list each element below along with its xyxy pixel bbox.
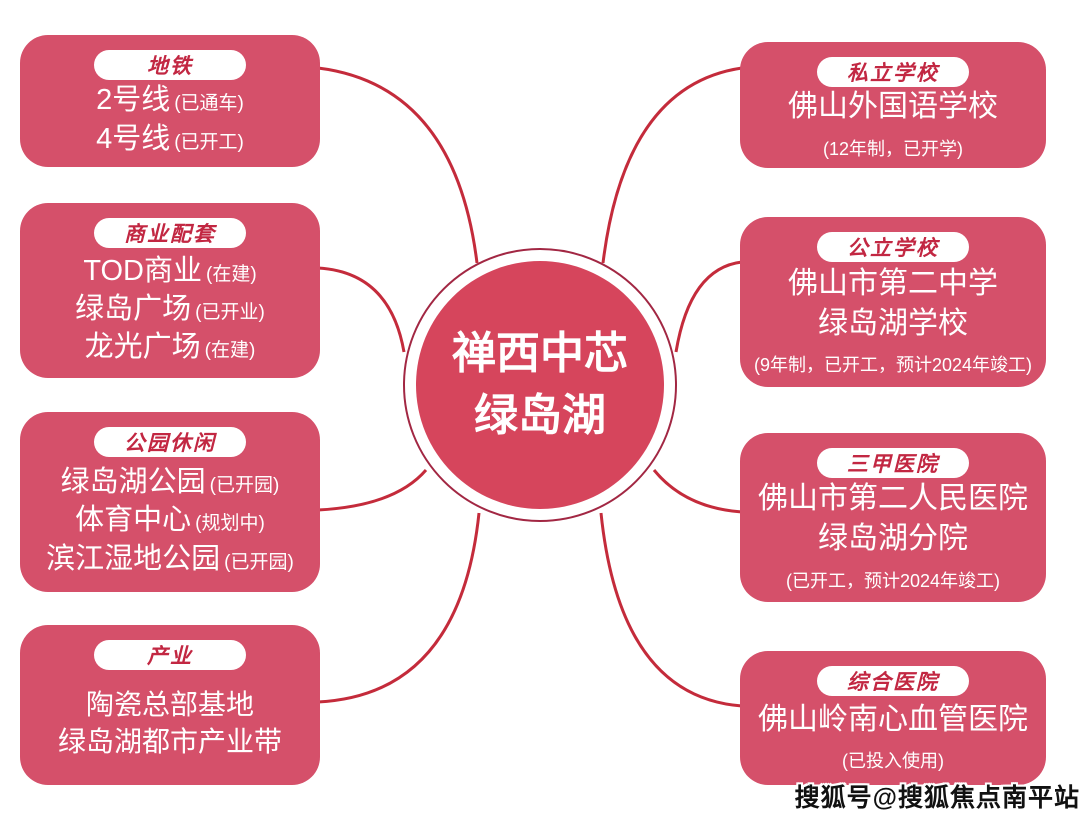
tertiary-hospital-header-pill: 三甲医院	[817, 448, 969, 478]
item-name: 陶瓷总部基地	[85, 688, 254, 720]
item-status: (已开园)	[224, 551, 294, 573]
center-node-fill: 禅西中芯 绿岛湖	[416, 261, 664, 509]
connector-line-general-hospital	[599, 512, 743, 708]
parks-body: 绿岛湖公园(已开园) 体育中心(规划中) 滨江湿地公园(已开园)	[20, 457, 320, 592]
info-box-public-school: 公立学校 佛山市第二中学 绿岛湖学校 (9年制，已开工，预计2024年竣工)	[740, 217, 1046, 387]
commercial-header-label: 商业配套	[124, 223, 216, 246]
item-name: 滨江湿地公园	[46, 542, 221, 575]
item-name: 体育中心	[75, 504, 192, 537]
tertiary-hospital-header-label: 三甲医院	[847, 453, 939, 476]
item-name: 龙光广场	[84, 331, 201, 364]
tertiary-hospital-line-1: 佛山市第二人民医院	[758, 479, 1028, 519]
public-school-header-pill: 公立学校	[817, 232, 969, 262]
item-status: (已开业)	[195, 301, 265, 323]
info-box-parks: 公园休闲 绿岛湖公园(已开园) 体育中心(规划中) 滨江湿地公园(已开园)	[20, 412, 320, 592]
tertiary-hospital-body: 佛山市第二人民医院 绿岛湖分院 (已开工，预计2024年竣工)	[740, 478, 1046, 602]
general-hospital-header-label: 综合医院	[847, 671, 939, 694]
parks-header-label: 公园休闲	[124, 432, 216, 455]
item-status: (规划中)	[195, 513, 265, 535]
item-name: 绿岛湖分院	[818, 522, 968, 555]
item-name: 佛山外国语学校	[788, 90, 998, 123]
item-name: 4号线	[96, 122, 171, 155]
private-school-line-1: 佛山外国语学校	[788, 87, 998, 127]
item-name: 佛山市第二中学	[788, 266, 998, 300]
item-name: 绿岛湖都市产业带	[57, 725, 282, 757]
info-box-industry: 产业 陶瓷总部基地 绿岛湖都市产业带	[20, 625, 320, 785]
metro-line-1: 2号线(已通车)	[96, 81, 244, 119]
item-status: (已开工)	[174, 131, 244, 153]
info-box-private-school: 私立学校 佛山外国语学校 (12年制，已开学)	[740, 42, 1046, 168]
general-hospital-header-pill: 综合医院	[817, 666, 969, 696]
industry-header-label: 产业	[147, 645, 193, 668]
info-box-commercial: 商业配套 TOD商业(在建) 绿岛广场(已开业) 龙光广场(在建)	[20, 203, 320, 378]
private-school-body: 佛山外国语学校 (12年制，已开学)	[740, 87, 1046, 169]
commercial-header-pill: 商业配套	[94, 218, 246, 248]
commercial-line-3: 龙光广场(在建)	[85, 328, 256, 366]
parks-line-1: 绿岛湖公园(已开园)	[61, 463, 280, 501]
industry-line-2: 绿岛湖都市产业带	[58, 724, 282, 761]
industry-body: 陶瓷总部基地 绿岛湖都市产业带	[20, 670, 320, 785]
item-name: 绿岛湖公园	[60, 466, 206, 499]
item-status: (已开园)	[209, 475, 280, 497]
parks-header-pill: 公园休闲	[94, 427, 246, 457]
connector-line-tertiary-hospital	[652, 469, 743, 514]
item-name: TOD商业	[83, 254, 203, 287]
connector-line-private-school	[601, 66, 743, 264]
item-status: (在建)	[204, 340, 256, 362]
metro-body: 2号线(已通车) 4号线(已开工)	[20, 80, 320, 167]
item-name: 佛山岭南心血管医院	[758, 702, 1028, 736]
general-hospital-status: (已投入使用)	[842, 751, 944, 772]
item-name: 绿岛广场	[75, 292, 192, 325]
item-name: 2号线	[96, 84, 171, 117]
item-name: 绿岛湖学校	[818, 306, 968, 340]
public-school-header-label: 公立学校	[847, 237, 939, 260]
public-school-line-2: 绿岛湖学校	[818, 304, 968, 344]
info-box-tertiary-hospital: 三甲医院 佛山市第二人民医院 绿岛湖分院 (已开工，预计2024年竣工)	[740, 433, 1046, 602]
private-school-header-pill: 私立学校	[817, 57, 969, 87]
connector-line-parks	[317, 469, 428, 512]
center-title-line1: 禅西中芯	[452, 329, 628, 379]
center-node: 禅西中芯 绿岛湖	[403, 248, 677, 522]
industry-line-1: 陶瓷总部基地	[86, 687, 254, 724]
metro-header-label: 地铁	[147, 55, 193, 78]
item-status: (已通车)	[174, 93, 244, 115]
private-school-status: (12年制，已开学)	[822, 138, 963, 159]
metro-line-2: 4号线(已开工)	[96, 120, 244, 158]
industry-header-pill: 产业	[94, 640, 246, 670]
commercial-line-2: 绿岛广场(已开业)	[75, 290, 265, 328]
tertiary-hospital-line-2: 绿岛湖分院	[818, 519, 968, 559]
center-title-line2: 绿岛湖	[474, 391, 606, 440]
parks-line-2: 体育中心(规划中)	[75, 501, 265, 539]
parks-line-3: 滨江湿地公园(已开园)	[46, 540, 294, 578]
connector-line-industry	[317, 512, 481, 704]
private-school-header-label: 私立学校	[847, 62, 939, 85]
general-hospital-body: 佛山岭南心血管医院 (已投入使用)	[740, 696, 1046, 785]
general-hospital-line-1: 佛山岭南心血管医院	[758, 700, 1028, 740]
metro-header-pill: 地铁	[94, 50, 246, 80]
tertiary-hospital-status: (已开工，预计2024年竣工)	[785, 570, 1001, 591]
commercial-body: TOD商业(在建) 绿岛广场(已开业) 龙光广场(在建)	[20, 248, 320, 378]
public-school-line-1: 佛山市第二中学	[788, 264, 998, 304]
item-name: 佛山市第二人民医院	[758, 482, 1028, 516]
public-school-body: 佛山市第二中学 绿岛湖学校 (9年制，已开工，预计2024年竣工)	[740, 262, 1046, 387]
watermark: 搜狐号@搜狐焦点南平站	[794, 784, 1080, 812]
info-box-metro: 地铁 2号线(已通车) 4号线(已开工)	[20, 35, 320, 167]
connector-line-public-school	[674, 260, 743, 353]
item-status: (在建)	[206, 263, 257, 285]
connector-line-metro	[317, 66, 479, 264]
commercial-line-1: TOD商业(在建)	[83, 252, 256, 290]
info-box-general-hospital: 综合医院 佛山岭南心血管医院 (已投入使用)	[740, 651, 1046, 785]
connector-line-commercial	[317, 266, 406, 353]
public-school-status: (9年制，已开工，预计2024年竣工)	[753, 355, 1033, 376]
